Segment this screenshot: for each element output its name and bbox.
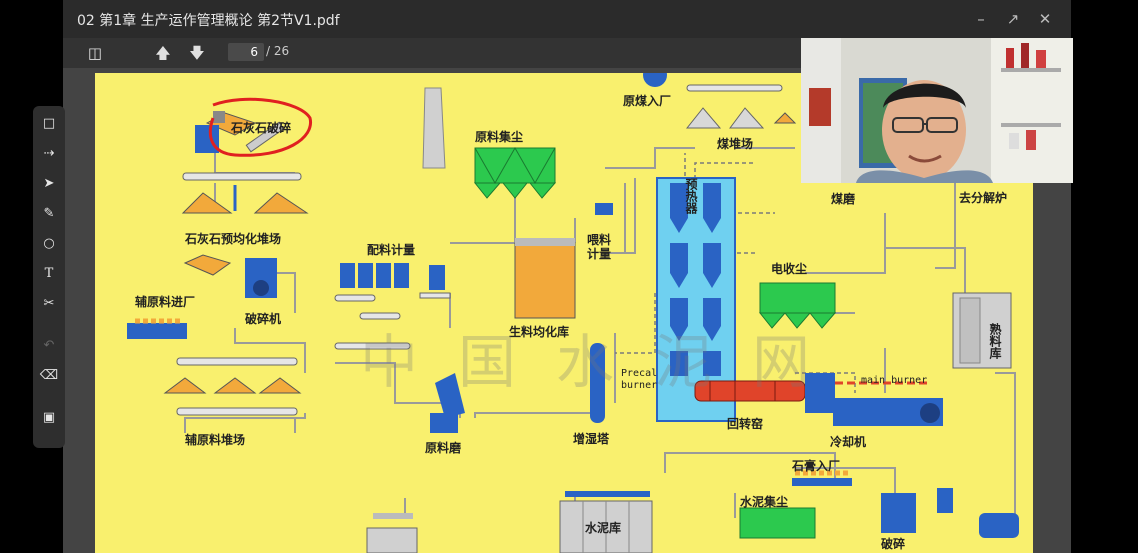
- label-raw-homo: 生料均化库: [509, 325, 570, 339]
- label-raw-dust: 原料集尘: [475, 130, 524, 144]
- cement-silo-group: [559, 491, 653, 553]
- label-limestone-prehomo: 石灰石预均化堆场: [185, 232, 282, 246]
- label-preheater: 预热器: [684, 178, 698, 214]
- label-cooler: 冷却机: [830, 435, 867, 449]
- label-decomposer: 去分解炉: [959, 191, 1008, 205]
- page-total: / 26: [266, 44, 290, 58]
- page-number-input[interactable]: 6: [228, 43, 264, 61]
- watermark: 中国水泥网: [360, 328, 851, 396]
- label-limestone-crusher: 石灰石破碎: [231, 121, 292, 135]
- scissors-icon[interactable]: ✂: [43, 296, 55, 311]
- annotation-toolbar: □ ⇢ ➤ ✎ ○ T ✂ ↶ ⌫ ▣: [33, 106, 65, 448]
- shapes-icon[interactable]: ○: [43, 236, 55, 251]
- aux-crusher-unit: [183, 254, 277, 298]
- minimize-icon[interactable]: –: [977, 10, 985, 28]
- label-feed-metering: 喂料计量: [587, 233, 612, 261]
- label-precal-burner: Precal burner: [621, 368, 658, 391]
- previous-page-icon[interactable]: 🡅: [155, 44, 171, 62]
- restore-icon[interactable]: ↗: [1006, 10, 1020, 28]
- label-humidifier: 增湿塔: [573, 432, 610, 446]
- label-esp: 电收尘: [771, 262, 808, 276]
- presenter-video-icon: [801, 38, 1073, 183]
- cooler-unit: [805, 373, 943, 426]
- undo-icon[interactable]: ↶: [43, 338, 55, 353]
- raw-material-dust-collector: [473, 146, 557, 199]
- window-title: 02 第1章 生产运作管理概论 第2节V1.pdf: [77, 13, 340, 29]
- label-aux-yard: 辅原料堆场: [185, 433, 246, 447]
- esp-dust-collector: [758, 282, 837, 329]
- pdf-page: 石灰石破碎 石灰石预均化堆场 辅原料进厂 破碎机 辅原料堆场 原料集尘 配料计量…: [95, 73, 1033, 553]
- label-clinker-silo: 熟料库: [988, 323, 1002, 359]
- label-main-burner: main burner: [861, 375, 928, 386]
- text-icon[interactable]: T: [44, 266, 54, 281]
- sidebar-toggle-icon[interactable]: ◫: [87, 44, 103, 62]
- label-batching: 配料计量: [367, 243, 416, 257]
- document-area[interactable]: 石灰石破碎 石灰石预均化堆场 辅原料进厂 破碎机 辅原料堆场 原料集尘 配料计量…: [63, 68, 1071, 553]
- batching-bins: [334, 263, 409, 320]
- label-crush-small: 破碎: [881, 537, 906, 551]
- process-flow-diagram: [127, 73, 1019, 553]
- webcam-overlay: [801, 38, 1073, 183]
- label-cement-silo: 水泥库: [585, 521, 622, 535]
- title-bar: 02 第1章 生产运作管理概论 第2节V1.pdf – ↗ ✕: [63, 0, 1071, 38]
- limestone-crusher-unit: [195, 111, 285, 153]
- cursor-icon[interactable]: ➤: [43, 176, 55, 191]
- next-page-icon[interactable]: 🡇: [189, 44, 205, 62]
- toolbox-icon[interactable]: ▣: [42, 410, 56, 425]
- raw-mill-unit: [430, 373, 465, 433]
- label-coal-mill: 煤磨: [831, 192, 856, 206]
- label-crusher: 破碎机: [245, 312, 282, 326]
- close-icon[interactable]: ✕: [1038, 10, 1052, 28]
- label-raw-mill: 原料磨: [425, 441, 462, 455]
- pen-icon[interactable]: ✎: [43, 206, 55, 221]
- label-coal-in: 原煤入厂: [623, 94, 672, 108]
- label-rotary-kiln: 回转窑: [727, 417, 764, 431]
- label-aux-material-in: 辅原料进厂: [135, 295, 196, 309]
- eraser-icon[interactable]: ⌫: [39, 368, 59, 383]
- label-cement-dust: 水泥集尘: [740, 495, 789, 509]
- label-coal-yard: 煤堆场: [717, 137, 754, 151]
- label-gypsum-in: 石膏入厂: [792, 459, 841, 473]
- pointer-icon[interactable]: ⇢: [43, 146, 55, 161]
- select-area-icon[interactable]: □: [42, 116, 56, 131]
